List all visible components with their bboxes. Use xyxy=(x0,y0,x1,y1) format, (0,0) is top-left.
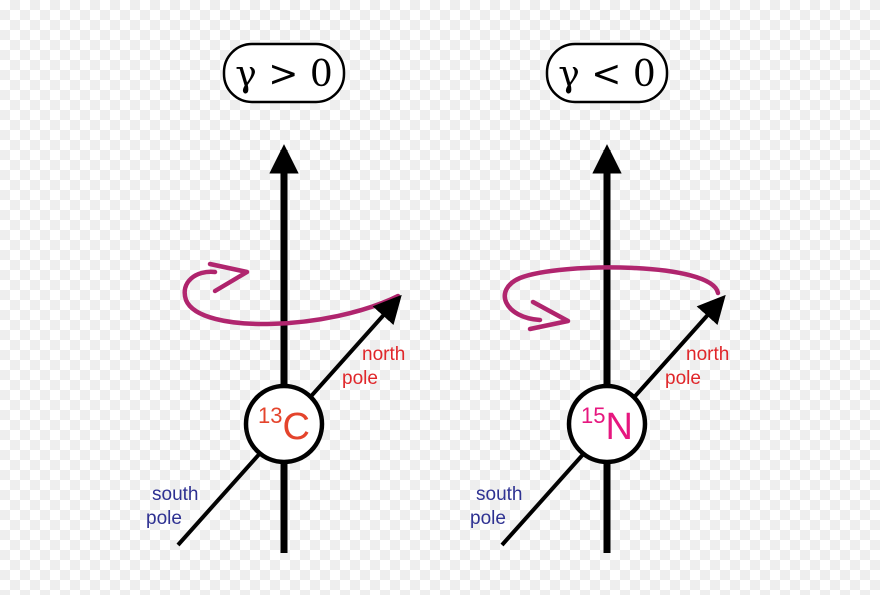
north-pole-label-line1: north xyxy=(686,344,729,365)
nucleus-circle xyxy=(243,383,325,465)
panel-carbon: γ > 0 13C north pole south pole xyxy=(146,42,405,553)
gamma-label-box xyxy=(545,42,669,104)
north-pole-label-line2: pole xyxy=(665,368,701,389)
gamma-label: γ < 0 xyxy=(558,54,655,95)
north-pole-label-line1: north xyxy=(362,344,405,365)
south-pole-label-line1: south xyxy=(152,484,198,505)
rotation-arrow-icon xyxy=(207,261,250,294)
precession-ellipse xyxy=(502,265,721,323)
precession-ellipse xyxy=(182,269,401,327)
south-pole-label-line1: south xyxy=(476,484,522,505)
north-pole-label-line2: pole xyxy=(342,368,378,389)
gamma-label: γ > 0 xyxy=(235,54,332,95)
isotope-mass: 13 xyxy=(258,403,282,428)
rotation-arrow-icon xyxy=(527,299,571,332)
isotope-label: 15N xyxy=(581,403,633,448)
isotope-label: 13C xyxy=(258,403,310,448)
isotope-symbol: N xyxy=(606,406,633,448)
isotope-mass: 15 xyxy=(581,403,605,428)
south-pole-label-line2: pole xyxy=(146,508,182,529)
nucleus-circle xyxy=(566,383,648,465)
panel-nitrogen: γ < 0 15N north pole south pole xyxy=(470,42,729,553)
isotope-symbol: C xyxy=(283,406,310,448)
gamma-label-box xyxy=(222,42,346,104)
south-pole-label-line2: pole xyxy=(470,508,506,529)
